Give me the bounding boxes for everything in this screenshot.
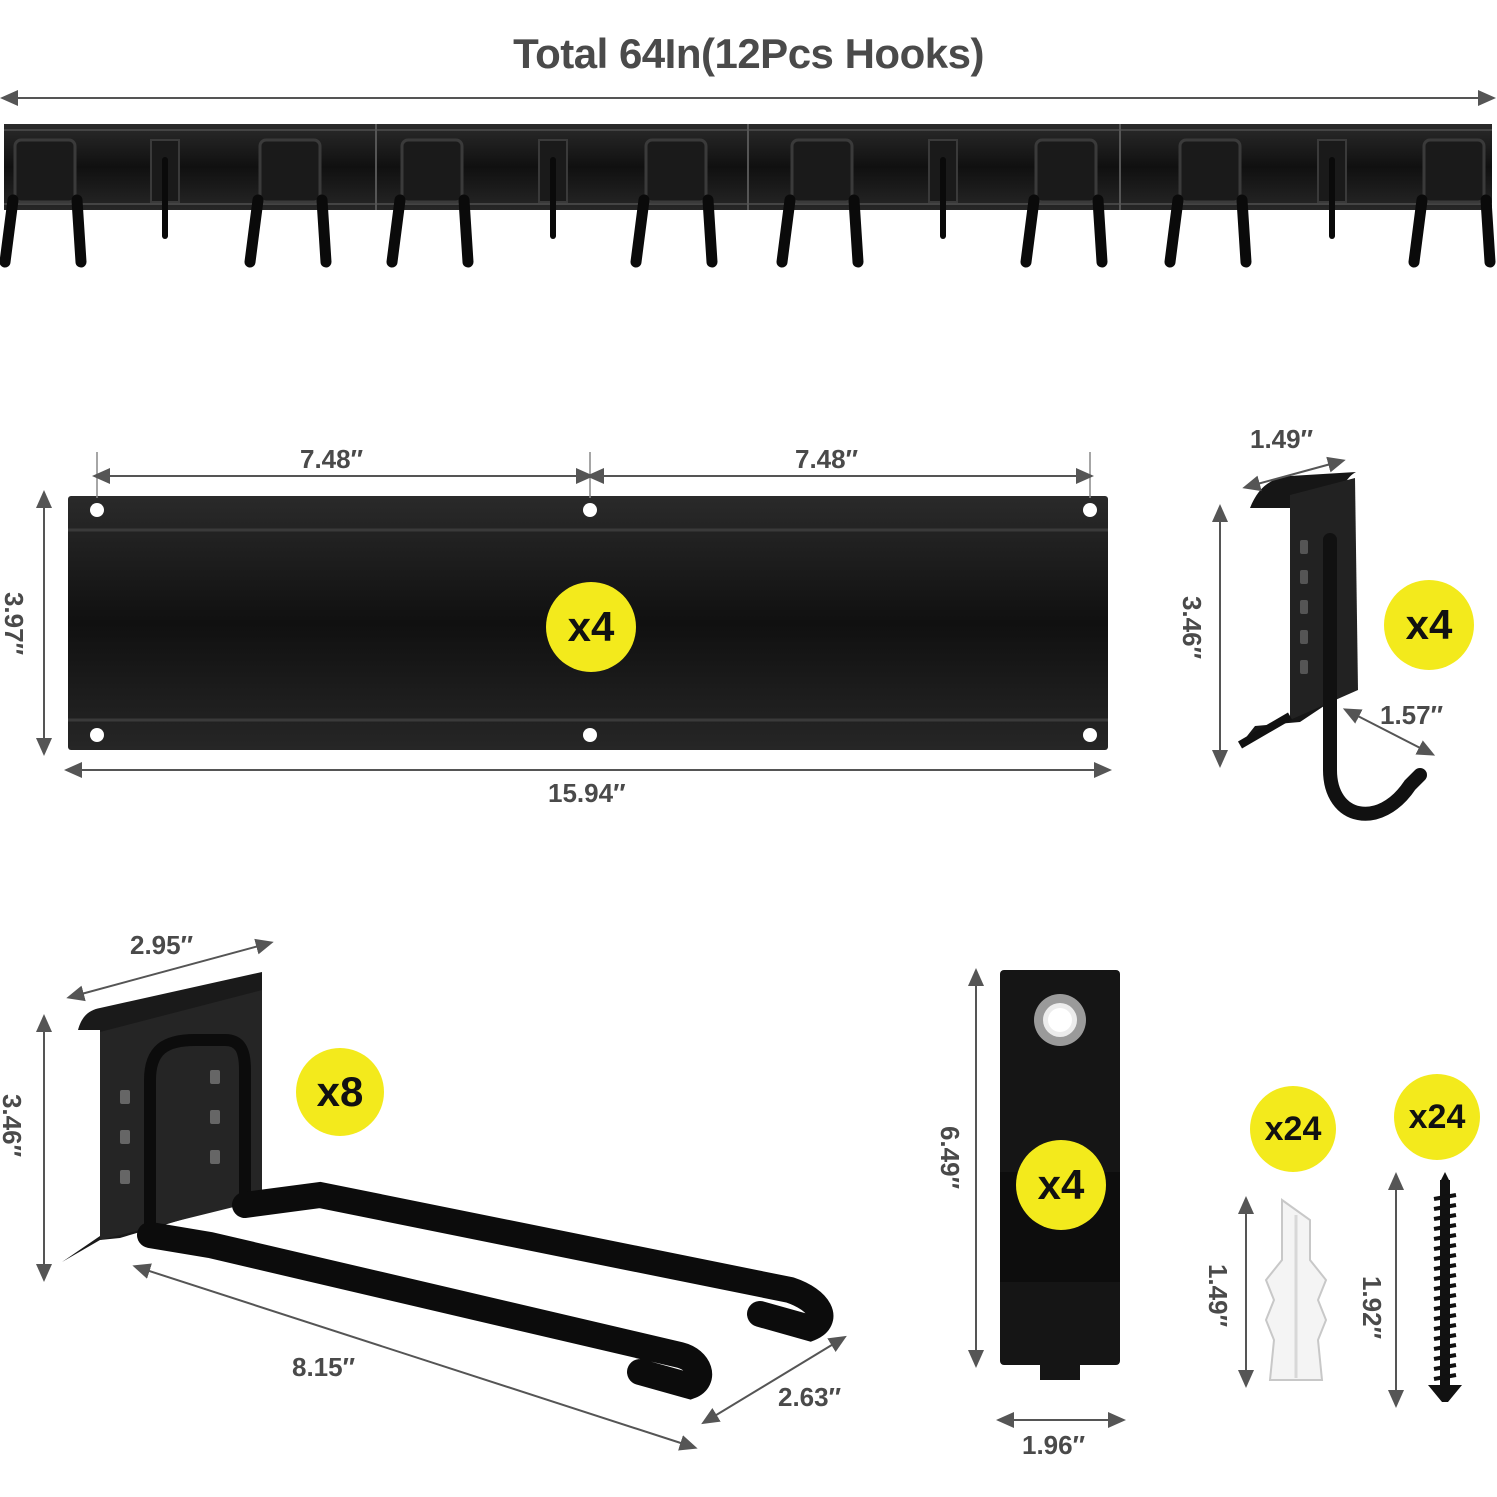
screw-thread <box>1433 1223 1457 1231</box>
double-hook-mounted <box>630 138 718 268</box>
screw-thread <box>1433 1273 1457 1281</box>
rail-height-label: 3.97″ <box>0 591 30 656</box>
screw-thread <box>1433 1283 1457 1291</box>
j-hook-mounted <box>150 139 180 239</box>
j-hook-width-label: 1.49″ <box>1250 424 1314 454</box>
strap-qty-badge: x4 <box>1016 1140 1106 1230</box>
screw-thread <box>1433 1213 1457 1221</box>
assembled-rail-strip <box>4 124 1492 210</box>
j-hook-qty-badge: x4 <box>1384 580 1474 670</box>
screw-thread <box>1433 1203 1457 1211</box>
screw-thread <box>1433 1193 1457 1201</box>
screw-thread <box>1433 1303 1457 1311</box>
double-hook-width-label: 2.95″ <box>130 930 194 960</box>
assembled-hooks <box>0 138 1496 268</box>
double-hook-mounted <box>244 138 332 268</box>
double-hook-length-label: 8.15″ <box>292 1352 356 1382</box>
j-hook-mounted <box>538 139 568 239</box>
double-hook-mounted <box>1164 138 1252 268</box>
rail-width-left-label: 7.48″ <box>300 444 364 474</box>
screw-thread <box>1433 1343 1457 1351</box>
screw-thread <box>1433 1233 1457 1241</box>
screw-thread <box>1433 1353 1457 1361</box>
double-hook-qty-badge: x8 <box>296 1048 384 1136</box>
screw-thread <box>1433 1243 1457 1251</box>
rail-length-label: 15.94″ <box>548 778 626 808</box>
anchor-height-label: 1.49″ <box>1203 1263 1234 1328</box>
screw-thread <box>1433 1263 1457 1271</box>
screw-qty-badge: x24 <box>1394 1074 1480 1160</box>
strap-width-label: 1.96″ <box>1022 1430 1086 1460</box>
screw-illustration <box>1428 1172 1462 1402</box>
double-hook-illustration <box>62 972 834 1400</box>
screw-thread <box>1433 1293 1457 1301</box>
double-hook-mounted <box>1020 138 1108 268</box>
rail-qty-badge: x4 <box>546 582 636 672</box>
anchor-qty-badge: x24 <box>1250 1086 1336 1172</box>
double-hook-mounted <box>0 138 87 268</box>
screw-thread <box>1433 1333 1457 1341</box>
j-hook-height-label: 3.46″ <box>1177 595 1208 660</box>
double-hook-mounted <box>1408 138 1496 268</box>
double-hook-height-label: 3.46″ <box>0 1093 28 1158</box>
screw-thread <box>1433 1373 1457 1381</box>
page-title: Total 64In(12Pcs Hooks) <box>513 30 984 77</box>
screw-thread <box>1433 1313 1457 1321</box>
screw-thread <box>1433 1253 1457 1261</box>
double-hook-mounted <box>386 138 474 268</box>
j-hook-mounted <box>1317 139 1347 239</box>
j-hook-depth-label: 1.57″ <box>1380 700 1444 730</box>
screw-height-label: 1.92″ <box>1357 1275 1388 1340</box>
double-hook-spread-label: 2.63″ <box>778 1382 842 1412</box>
strap-height-label: 6.49″ <box>935 1125 966 1190</box>
double-hook-mounted <box>776 138 864 268</box>
rail-width-right-label: 7.48″ <box>795 444 859 474</box>
j-hook-mounted <box>928 139 958 239</box>
j-hook-illustration <box>1237 472 1427 821</box>
screw-thread <box>1433 1363 1457 1371</box>
wall-anchor-illustration <box>1264 1198 1328 1381</box>
screw-thread <box>1433 1323 1457 1331</box>
